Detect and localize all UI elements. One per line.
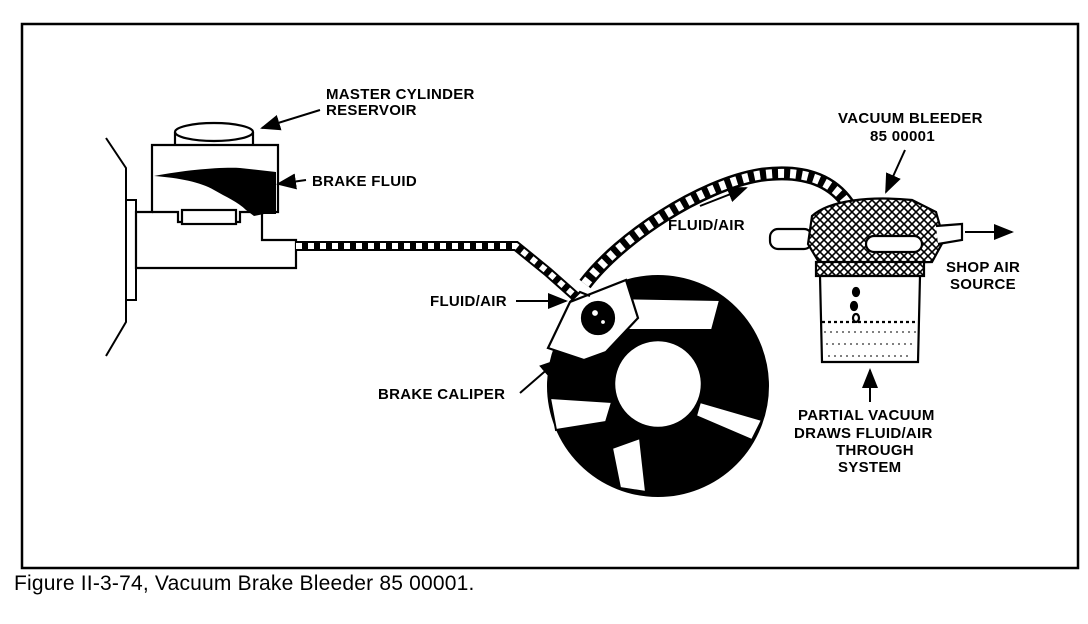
label-shop-air-1: SHOP AIR [946, 259, 1020, 276]
brake-line [296, 241, 579, 300]
label-vacuum-bleeder-1: VACUUM BLEEDER [838, 110, 983, 127]
vacuum-bleeder-arrow [885, 149, 906, 194]
label-master-cylinder-1: MASTER CYLINDER [326, 86, 475, 103]
brake-caliper-arrow [519, 358, 560, 394]
label-vacuum-bleeder-2: 85 00001 [870, 128, 935, 145]
vacuum-bleeder [768, 197, 964, 364]
figure-border [20, 22, 1080, 570]
fluid-air-upper-arrow [699, 187, 748, 207]
figure-caption: Figure II-3-74, Vacuum Brake Bleeder 85 … [14, 572, 475, 595]
brake-fluid-arrow [276, 173, 307, 190]
brake-fluid-shape [154, 167, 276, 216]
label-fluid-air-lower: FLUID/AIR [430, 293, 507, 310]
label-partial-vacuum-2: DRAWS FLUID/AIR [794, 425, 933, 442]
firewall-wall [105, 137, 137, 357]
bleeder-hose [579, 166, 854, 289]
label-brake-caliper: BRAKE CALIPER [378, 386, 505, 403]
label-fluid-air-upper: FLUID/AIR [668, 217, 745, 234]
label-partial-vacuum-4: SYSTEM [838, 459, 901, 476]
label-partial-vacuum-1: PARTIAL VACUUM [798, 407, 935, 424]
brake-caliper [546, 278, 640, 362]
label-master-cylinder-2: RESERVOIR [326, 102, 417, 119]
master-cylinder-arrow [260, 109, 321, 131]
label-brake-fluid: BRAKE FLUID [312, 173, 417, 190]
label-partial-vacuum-3: THROUGH [836, 442, 914, 459]
label-shop-air-2: SOURCE [950, 276, 1016, 293]
